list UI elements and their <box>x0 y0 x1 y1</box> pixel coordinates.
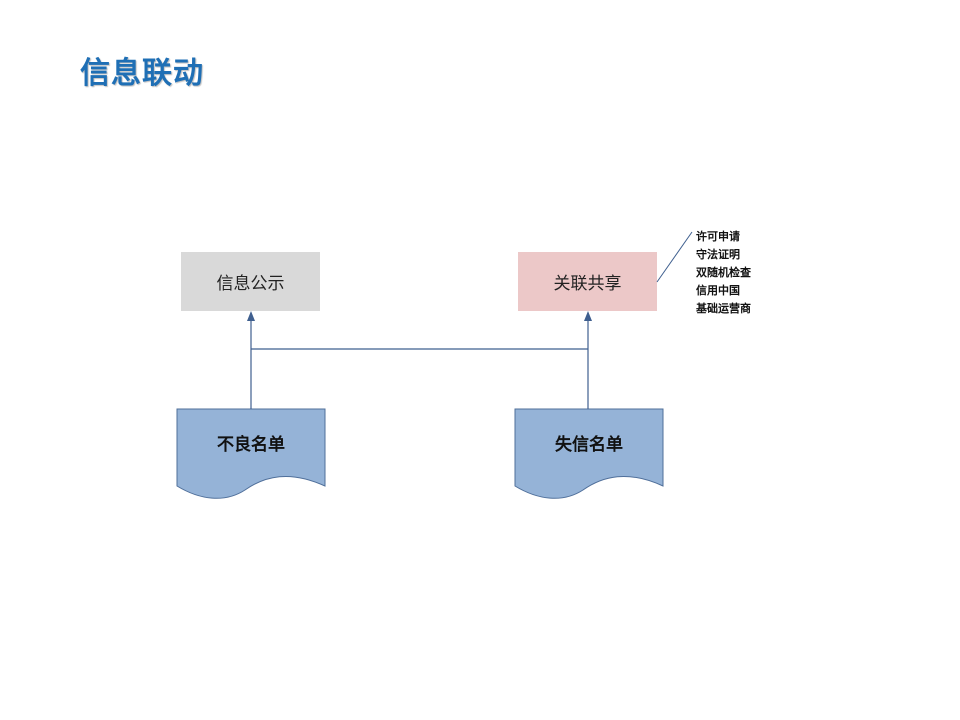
annotation-item: 基础运营商 <box>696 302 751 315</box>
publicity-box <box>181 252 320 311</box>
callout-line <box>656 231 693 283</box>
annotation-item: 守法证明 <box>696 248 740 261</box>
page-title: 信息联动 <box>80 56 204 91</box>
annotation-item: 信用中国 <box>696 284 740 297</box>
dishonest-list-document <box>514 408 664 499</box>
annotation-list: 许可申请 守法证明 双随机检查 信用中国 基础运营商 <box>696 228 751 318</box>
bad-list-label: 不良名单 <box>217 434 285 455</box>
arrow-up-left <box>247 311 255 321</box>
annotation-item: 双随机检查 <box>696 266 751 279</box>
arrow-up-right <box>584 311 592 321</box>
bad-list-document <box>176 408 326 499</box>
sharing-box-label: 关联共享 <box>553 274 622 294</box>
sharing-box <box>518 252 657 311</box>
annotation-item: 许可申请 <box>696 230 740 243</box>
publicity-box-label: 信息公示 <box>216 274 285 294</box>
dishonest-list-label: 失信名单 <box>555 434 623 455</box>
connector-lines <box>250 320 589 409</box>
